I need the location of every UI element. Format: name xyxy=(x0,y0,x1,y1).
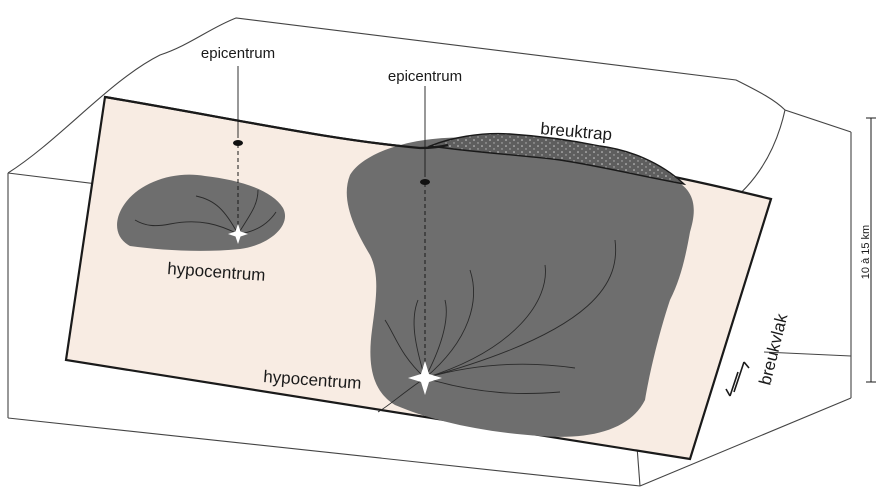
epicenter-label-right: epicentrum xyxy=(388,68,462,85)
slip-indicator-icon xyxy=(726,362,749,396)
epicenter-label-left: epicentrum xyxy=(201,45,275,62)
depth-label: 10 à 15 km xyxy=(860,225,872,279)
rupture-zone-right xyxy=(347,138,694,437)
epicenter-dot-left xyxy=(233,140,243,146)
epicenter-dot-right xyxy=(420,179,430,185)
fault-plane-label: breukvlak xyxy=(755,311,791,387)
